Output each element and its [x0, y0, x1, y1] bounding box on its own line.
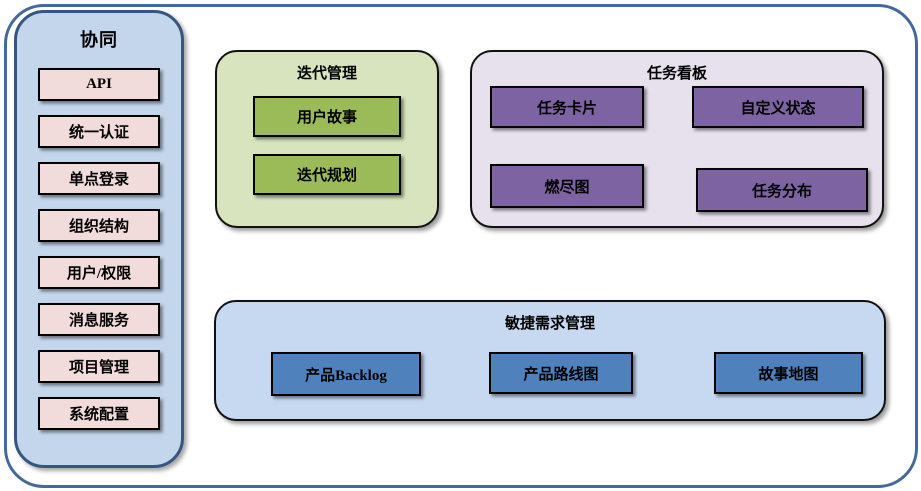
kanban-item-burndown-chart: 燃尽图: [490, 164, 644, 208]
requirements-item-product-roadmap: 产品路线图: [489, 352, 633, 394]
sidebar-item-message-service: 消息服务: [38, 303, 160, 336]
sidebar-item-project-management: 项目管理: [38, 350, 160, 383]
sidebar-item-unified-auth: 统一认证: [38, 115, 160, 148]
requirements-item-story-map: 故事地图: [714, 352, 863, 394]
sidebar-item-user-permissions: 用户/权限: [38, 256, 160, 289]
kanban-panel-title: 任务看板: [646, 65, 707, 82]
sidebar-item-system-config: 系统配置: [38, 397, 160, 430]
kanban-item-task-distribution: 任务分布: [696, 168, 868, 212]
iteration-item-user-story: 用户故事: [253, 96, 401, 137]
requirements-item-product-backlog: 产品Backlog: [271, 352, 421, 396]
kanban-item-task-card: 任务卡片: [490, 86, 644, 128]
sidebar-item-api: API: [38, 68, 160, 101]
diagram-outer-frame: [4, 4, 918, 488]
sidebar-item-org-structure: 组织结构: [38, 209, 160, 242]
collaboration-sidebar-panel: 协同 API 统一认证 单点登录 组织结构 用户/权限 消息服务 项目管理 系统…: [14, 10, 184, 468]
iteration-item-iteration-planning: 迭代规划: [253, 154, 401, 195]
agile-requirements-panel: 敏捷需求管理 产品Backlog 产品路线图 故事地图: [214, 300, 886, 421]
sidebar-item-list: API 统一认证 单点登录 组织结构 用户/权限 消息服务 项目管理 系统配置: [38, 68, 160, 430]
requirements-panel-title: 敏捷需求管理: [504, 315, 595, 332]
sidebar-item-sso: 单点登录: [38, 162, 160, 195]
sidebar-title: 协同: [80, 30, 118, 50]
kanban-item-custom-status: 自定义状态: [692, 86, 864, 128]
iteration-management-panel: 迭代管理 用户故事 迭代规划: [215, 50, 439, 228]
iteration-item-list: 用户故事 迭代规划: [217, 96, 437, 195]
task-kanban-panel: 任务看板 任务卡片 自定义状态 燃尽图 任务分布: [470, 50, 884, 228]
iteration-panel-title: 迭代管理: [296, 65, 357, 82]
